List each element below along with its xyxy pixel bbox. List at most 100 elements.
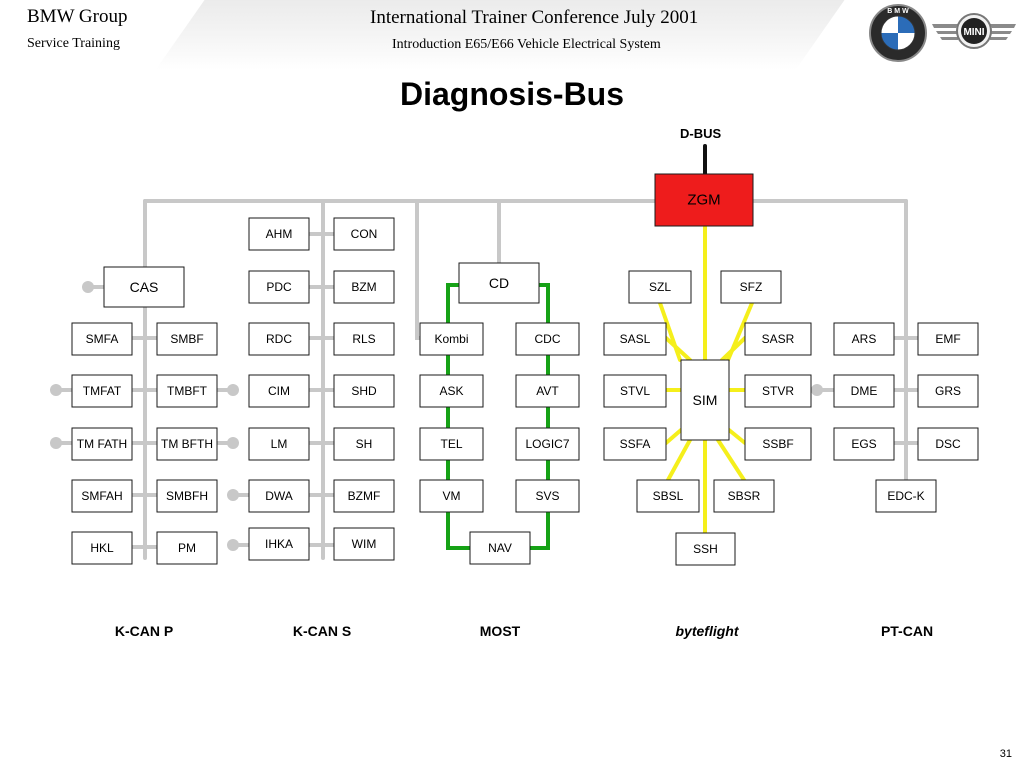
bus-lines	[50, 144, 920, 560]
module-pdc: PDC	[248, 270, 310, 304]
module-cd: CD	[458, 262, 540, 304]
module-sasr: SASR	[744, 322, 812, 356]
svg-text:CON: CON	[351, 227, 378, 241]
kombi-feed	[415, 199, 422, 340]
svg-text:NAV: NAV	[488, 541, 512, 555]
svg-text:RDC: RDC	[266, 332, 292, 346]
module-tm-fath: TM FATH	[71, 427, 133, 461]
byteflight-ray	[664, 428, 683, 445]
conference-title: International Trainer Conference July 20…	[370, 7, 699, 28]
module-tmbft: TMBFT	[156, 374, 218, 408]
module-zgm: ZGM	[654, 173, 754, 227]
svg-text:SZL: SZL	[649, 280, 671, 294]
module-kombi: Kombi	[419, 322, 484, 356]
page-title: Diagnosis-Bus	[399, 76, 625, 112]
svg-text:SFZ: SFZ	[740, 280, 763, 294]
module-lm: LM	[248, 427, 310, 461]
most-ring-left	[446, 283, 472, 550]
svg-text:DWA: DWA	[265, 489, 293, 503]
mini-logo-icon: MINI	[932, 13, 1016, 49]
svg-text:ARS: ARS	[852, 332, 877, 346]
module-sasl: SASL	[603, 322, 667, 356]
module-wim: WIM	[333, 527, 395, 561]
module-con: CON	[333, 217, 395, 251]
svg-text:SH: SH	[356, 437, 373, 451]
page-number: 31	[999, 748, 1012, 760]
module-logic7: LOGIC7	[515, 427, 580, 461]
svg-text:CAS: CAS	[130, 279, 159, 295]
module-sfz: SFZ	[720, 270, 782, 304]
module-shd: SHD	[333, 374, 395, 408]
byteflight-ray	[666, 438, 692, 482]
module-stvl: STVL	[603, 374, 667, 408]
svg-text:CDC: CDC	[535, 332, 561, 346]
brand-subtitle: Service Training	[27, 36, 120, 51]
dbus-label: D-BUS	[680, 126, 722, 141]
module-dwa: DWA	[248, 479, 310, 513]
cas-connector-dot	[82, 281, 94, 293]
bus-label-kcan-p: K-CAN P	[114, 623, 174, 639]
module-ihka: IHKA	[248, 527, 310, 561]
byteflight-ray	[664, 336, 692, 362]
module-egs: EGS	[833, 427, 895, 461]
module-bzmf: BZMF	[333, 479, 395, 513]
byteflight-ray	[716, 438, 746, 482]
svg-text:STVL: STVL	[620, 384, 650, 398]
module-tm-bfth: TM BFTH	[156, 427, 218, 461]
module-rls: RLS	[333, 322, 395, 356]
module-dme: DME	[833, 374, 895, 408]
svg-text:IHKA: IHKA	[265, 537, 293, 551]
svg-text:TMFAT: TMFAT	[83, 384, 122, 398]
svg-text:AHM: AHM	[266, 227, 293, 241]
svg-text:SHD: SHD	[351, 384, 377, 398]
svg-text:DSC: DSC	[935, 437, 961, 451]
svg-text:SBSR: SBSR	[728, 489, 761, 503]
module-pm: PM	[156, 531, 218, 565]
svg-text:VM: VM	[443, 489, 461, 503]
module-sbsr: SBSR	[713, 479, 775, 513]
module-rdc: RDC	[248, 322, 310, 356]
svg-text:STVR: STVR	[762, 384, 794, 398]
module-nav: NAV	[469, 531, 531, 565]
module-tel: TEL	[419, 427, 484, 461]
module-ask: ASK	[419, 374, 484, 408]
module-hkl: HKL	[71, 531, 133, 565]
mini-logo-text: MINI	[963, 27, 984, 38]
svg-text:TM BFTH: TM BFTH	[161, 437, 213, 451]
svg-text:CIM: CIM	[268, 384, 290, 398]
module-smbf: SMBF	[156, 322, 218, 356]
module-ssfa: SSFA	[603, 427, 667, 461]
svg-text:EDC-K: EDC-K	[887, 489, 924, 503]
module-ahm: AHM	[248, 217, 310, 251]
byteflight-ray	[658, 301, 682, 362]
svg-text:SIM: SIM	[693, 392, 718, 408]
byteflight-ray	[720, 336, 747, 362]
most-ring-right	[528, 283, 550, 550]
svg-text:HKL: HKL	[90, 541, 114, 555]
module-ssh: SSH	[675, 532, 736, 566]
bus-label-kcan-s: K-CAN S	[292, 623, 352, 639]
bus-label-most: MOST	[479, 623, 521, 639]
svg-text:SBSL: SBSL	[653, 489, 684, 503]
svg-text:Kombi: Kombi	[434, 332, 468, 346]
byteflight-ray	[727, 428, 747, 445]
module-ars: ARS	[833, 322, 895, 356]
svg-text:EMF: EMF	[935, 332, 960, 346]
svg-text:BZM: BZM	[351, 280, 376, 294]
module-bzm: BZM	[333, 270, 395, 304]
module-smfah: SMFAH	[71, 479, 133, 513]
module-tmfat: TMFAT	[71, 374, 133, 408]
svg-text:WIM: WIM	[352, 537, 377, 551]
bus-label-byteflight: byteflight	[675, 623, 739, 639]
svg-text:SSBF: SSBF	[762, 437, 793, 451]
module-avt: AVT	[515, 374, 580, 408]
conference-subtitle: Introduction E65/E66 Vehicle Electrical …	[392, 37, 661, 52]
svg-text:SMBFH: SMBFH	[166, 489, 208, 503]
module-ssbf: SSBF	[744, 427, 812, 461]
svg-text:SVS: SVS	[535, 489, 559, 503]
svg-text:DME: DME	[851, 384, 878, 398]
svg-text:CD: CD	[489, 275, 509, 291]
module-vm: VM	[419, 479, 484, 513]
module-stvr: STVR	[744, 374, 812, 408]
bmw-logo-text: B M W	[887, 8, 909, 15]
